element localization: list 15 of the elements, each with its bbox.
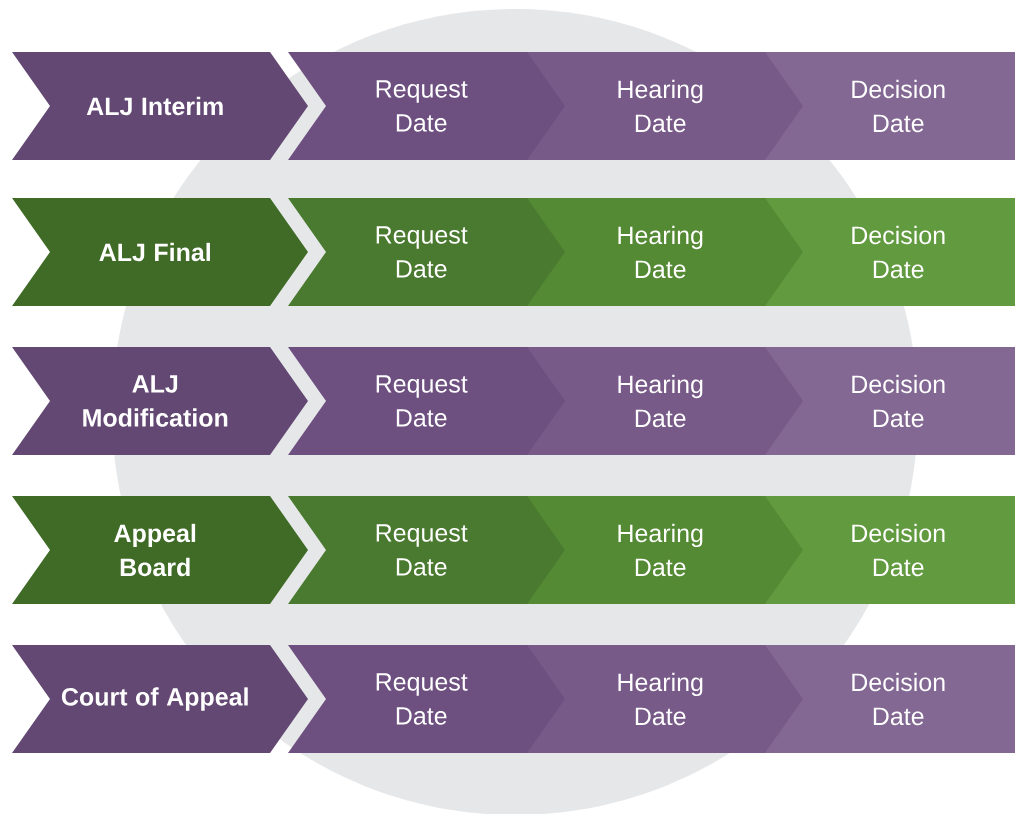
step-banner: ALJ Interim — [12, 52, 308, 160]
step-banner: Decision Date — [765, 198, 1015, 306]
step-banner: Court of Appeal — [12, 645, 308, 753]
step-banner: ALJ Final — [12, 198, 308, 306]
step-banner: Request Date — [288, 198, 584, 306]
step-banner: Request Date — [288, 645, 584, 753]
step-banner: Decision Date — [765, 645, 1015, 753]
step-banner: Decision Date — [765, 52, 1015, 160]
step-banner: Request Date — [288, 347, 584, 455]
step-banner: Decision Date — [765, 347, 1015, 455]
step-banner: Request Date — [288, 52, 584, 160]
step-banner: Appeal Board — [12, 496, 308, 604]
step-banner: Decision Date — [765, 496, 1015, 604]
step-banner: Request Date — [288, 496, 584, 604]
step-banner: ALJ Modification — [12, 347, 308, 455]
